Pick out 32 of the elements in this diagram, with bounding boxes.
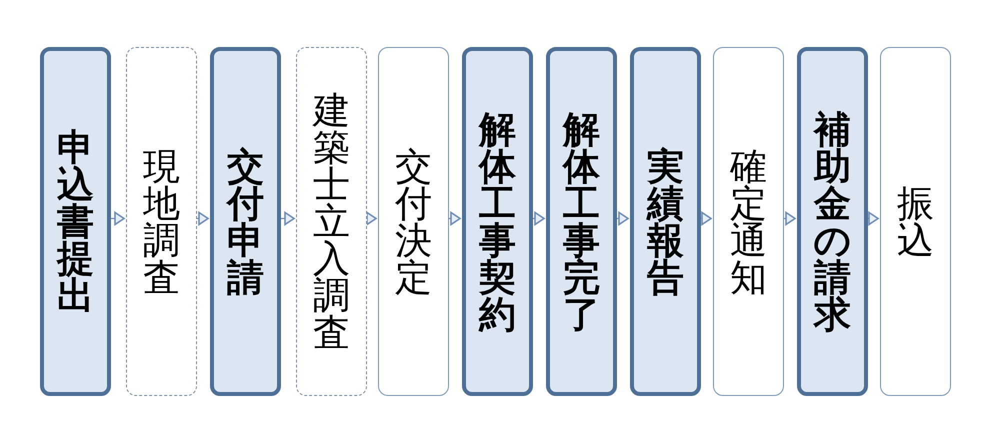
step-label: 解体工事完了	[562, 110, 600, 332]
arrow	[449, 212, 461, 226]
step-box	[797, 47, 868, 396]
step-box	[126, 47, 197, 396]
step-label: 交付申請	[226, 148, 264, 296]
step-box	[546, 47, 617, 396]
arrow	[784, 212, 796, 226]
step-label: 補助金の請求	[814, 110, 852, 332]
arrow	[281, 212, 295, 226]
step-box	[713, 47, 784, 396]
step-box	[880, 47, 951, 396]
step-label: 確定通知	[730, 148, 768, 296]
arrow	[701, 212, 712, 226]
arrow	[366, 212, 377, 226]
step-label: 現地調査	[142, 148, 180, 296]
step-label: 申込書提出	[56, 129, 94, 314]
step-box	[210, 47, 281, 396]
step-label: 振込	[896, 184, 934, 258]
step-box	[630, 47, 701, 396]
step-label: 建築士立入調査	[312, 92, 350, 351]
arrow	[868, 212, 879, 226]
arrow	[533, 212, 545, 226]
arrow	[197, 212, 209, 226]
step-box	[462, 47, 533, 396]
step-label: 実績報告	[646, 148, 684, 296]
step-box	[378, 47, 449, 396]
step-box	[40, 47, 111, 396]
arrow	[617, 212, 629, 226]
step-label: 解体工事契約	[478, 110, 516, 332]
step-label: 交付決定	[394, 148, 432, 296]
step-box	[296, 47, 367, 396]
arrow	[111, 212, 125, 226]
